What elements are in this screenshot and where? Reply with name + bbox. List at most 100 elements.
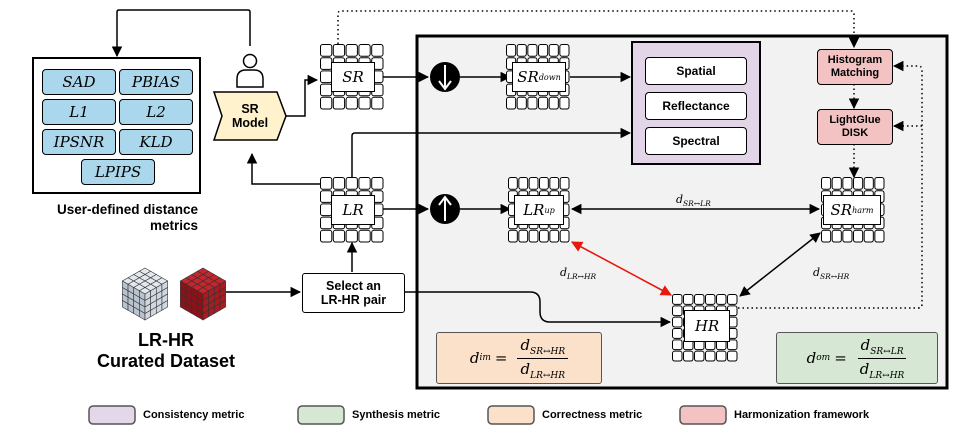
- grid-cell: [320, 44, 333, 57]
- grid-cell: [538, 96, 549, 110]
- downsample-icon: [430, 62, 460, 92]
- grid-cell: [863, 229, 874, 243]
- grid-cell: [842, 177, 853, 190]
- grid-cell: [527, 96, 538, 110]
- user-icon: [236, 53, 264, 88]
- grid-cell: [821, 177, 832, 190]
- grid-cell: [527, 44, 538, 57]
- grid-cell: [358, 229, 371, 243]
- grid-cell: [332, 177, 346, 190]
- grid-cell: [345, 229, 358, 243]
- dist-lr-hr-label: dLR↔HR: [560, 266, 597, 282]
- grid-cell: [705, 350, 716, 362]
- cube-facet: [161, 299, 168, 311]
- legend-synthesis: Synthesis metric: [352, 409, 441, 421]
- legend-swatch-consistency: [88, 405, 136, 425]
- grid-cell: [506, 44, 517, 57]
- grid-cell: [358, 44, 371, 57]
- grid-cell: [538, 44, 549, 57]
- grid-cell: [672, 294, 683, 305]
- dist-sr-lr-label: dSR↔LR: [676, 193, 711, 209]
- grid-cell: [821, 229, 832, 243]
- grid-cell: [508, 177, 518, 190]
- grid-cell: [727, 339, 738, 351]
- grid-cell: [549, 177, 560, 190]
- metric-ipsnr: IPSNR: [42, 129, 116, 155]
- dist-sr-hr-label: dSR↔HR: [813, 266, 850, 282]
- grid-cell: [320, 229, 333, 243]
- harm-lightglue-disk: LightGlue DISK: [817, 109, 893, 145]
- sr-model-shape: [212, 91, 287, 141]
- grid-cell: [518, 229, 529, 243]
- dataset-caption: LR-HR Curated Dataset: [96, 330, 236, 371]
- grid-cell: [559, 177, 570, 190]
- grid-cell: [358, 177, 371, 190]
- grid-cell: [559, 229, 570, 243]
- grid-cell: [842, 229, 853, 243]
- metric-kld: KLD: [119, 129, 193, 155]
- sr-model-label: SR Model: [231, 101, 269, 130]
- metric-l2: L2: [119, 99, 193, 125]
- grid-cell: [672, 328, 683, 339]
- grid-cell: [345, 177, 358, 190]
- grid-cell: [559, 96, 570, 110]
- grid-cell: [539, 229, 549, 243]
- grid-cell: [332, 44, 346, 57]
- grid-cell: [694, 350, 705, 362]
- grid-cell: [548, 44, 559, 57]
- legend-correctness: Correctness metric: [542, 409, 643, 421]
- grid-cell: [345, 96, 358, 110]
- grid-cell: [727, 350, 738, 362]
- lr-tile: LR: [331, 195, 375, 225]
- grid-cell: [694, 294, 705, 305]
- grid-cell: [831, 177, 842, 190]
- grid-cell: [528, 177, 539, 190]
- grid-cell: [672, 339, 683, 351]
- grid-cell: [371, 96, 384, 110]
- grid-cell: [358, 96, 371, 110]
- grid-cell: [853, 177, 864, 190]
- grid-cell: [863, 177, 874, 190]
- grid-cell: [716, 350, 727, 362]
- legend-swatch-correctness: [487, 405, 535, 425]
- metric-l1: L1: [42, 99, 116, 125]
- grid-cell: [874, 229, 885, 243]
- grid-cell: [332, 96, 346, 110]
- metric-pbias: PBIAS: [119, 69, 193, 95]
- consistency-spectral: Spectral: [645, 127, 747, 155]
- grid-cell: [371, 229, 384, 243]
- grid-cell: [506, 96, 517, 110]
- consistency-spatial: Spatial: [645, 57, 747, 85]
- grid-cell: [518, 177, 529, 190]
- grid-cell: [320, 96, 333, 110]
- select-pair-box[interactable]: Select an LR-HR pair: [302, 273, 405, 313]
- grid-cell: [332, 229, 346, 243]
- grid-cell: [539, 177, 549, 190]
- upsample-icon: [430, 194, 460, 224]
- grid-cell: [371, 44, 384, 57]
- sr-tile: SR: [331, 62, 375, 92]
- harm-histogram-matching: Histogram Matching: [817, 49, 893, 85]
- grid-cell: [516, 44, 527, 57]
- legend-swatch-harmonization: [679, 405, 727, 425]
- grid-cell: [672, 350, 683, 362]
- grid-cell: [548, 96, 559, 110]
- grid-cell: [371, 177, 384, 190]
- grid-cell: [727, 294, 738, 305]
- grid-cell: [683, 350, 694, 362]
- metrics-caption: User-defined distance metrics: [56, 202, 198, 233]
- grid-cell: [672, 305, 683, 317]
- sr-grid: [320, 44, 384, 110]
- grid-cell: [559, 44, 570, 57]
- metric-lpips: LPIPS: [81, 159, 155, 185]
- hr-cube-icon: [179, 267, 227, 321]
- hr-tile: HR: [684, 310, 730, 342]
- legend-harmonization: Harmonization framework: [734, 409, 870, 421]
- grid-cell: [716, 294, 727, 305]
- grid-cell: [549, 229, 560, 243]
